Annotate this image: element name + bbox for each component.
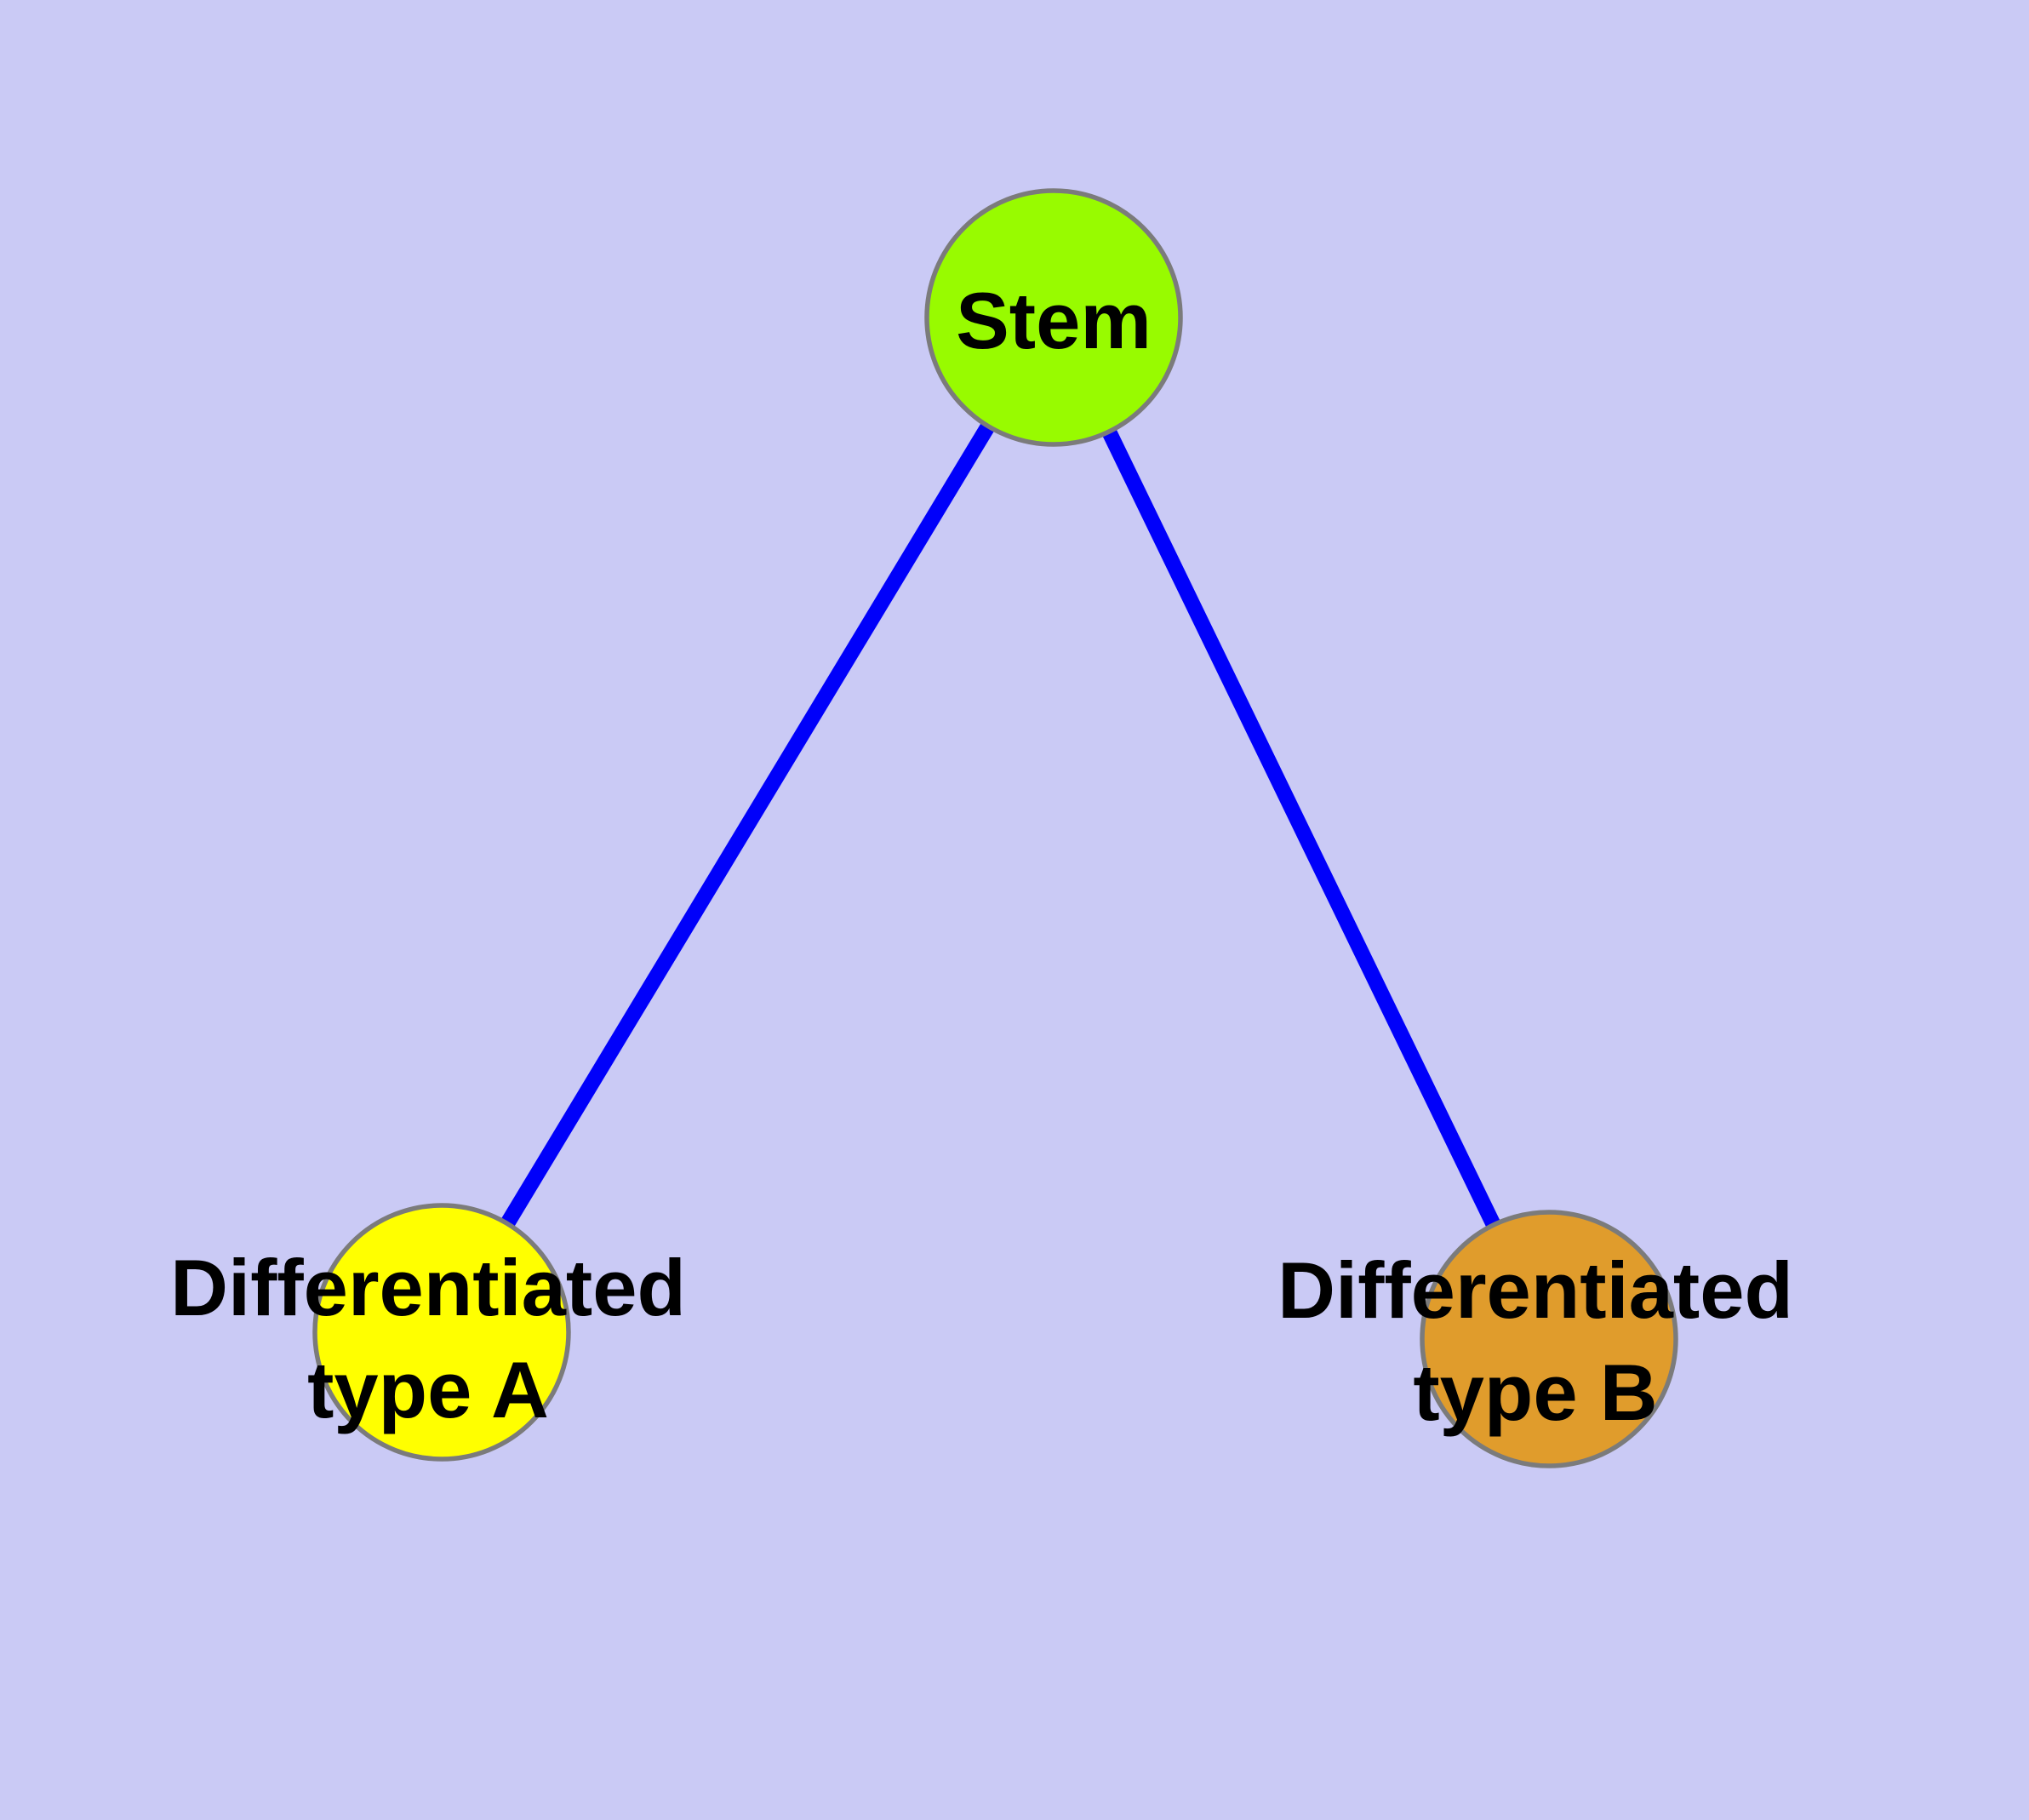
node-label-stem: Stem bbox=[956, 276, 1152, 365]
node-label-differentiated-type-b: Differentiated type B bbox=[1277, 1245, 1793, 1437]
node-differentiated-type-a bbox=[312, 1203, 571, 1462]
node-label-differentiated-type-a: Differentiated type A bbox=[170, 1243, 686, 1434]
edge-stem-to-differentiated-type-b bbox=[1046, 314, 1557, 1342]
node-differentiated-type-b bbox=[1420, 1210, 1678, 1468]
edge-stem-to-differentiated-type-a bbox=[435, 313, 1060, 1336]
node-stem bbox=[924, 188, 1183, 447]
